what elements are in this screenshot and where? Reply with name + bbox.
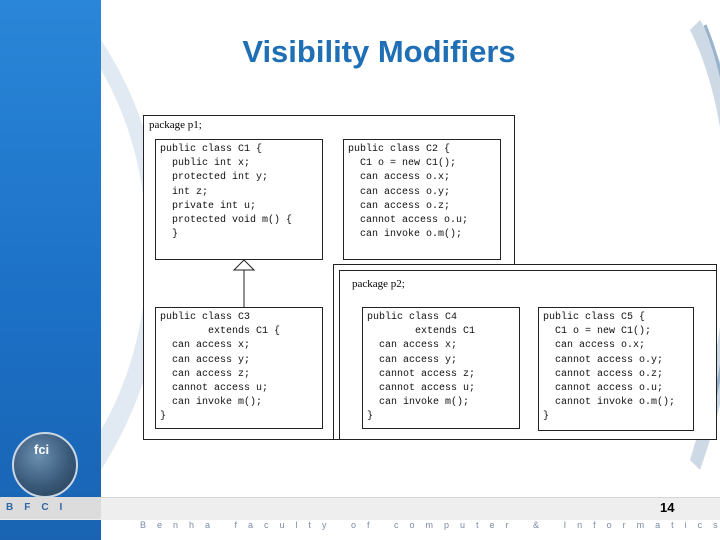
logo-text: fci <box>34 442 50 457</box>
class-c1-line: protected void m() { <box>160 215 293 227</box>
class-c4-line: extends C1 <box>367 326 476 338</box>
slide-title: Visibility Modifiers <box>242 34 516 69</box>
class-c3-line: can invoke m(); <box>160 397 263 409</box>
class-c4-line: } <box>367 411 374 423</box>
class-c4-box: public class C4 extends C1 can access x;… <box>362 307 520 429</box>
class-c2-line: can access o.z; <box>348 200 451 212</box>
class-c5-line: C1 o = new C1(); <box>543 326 652 338</box>
class-c5-box: public class C5 { C1 o = new C1(); can a… <box>538 307 694 431</box>
class-c5-line: cannot access o.u; <box>543 383 664 395</box>
class-c1-line: public int x; <box>160 158 251 170</box>
class-c1-box: public class C1 { public int x; protecte… <box>155 139 323 260</box>
package-p1-label: package p1; <box>149 119 202 131</box>
class-c3-line: cannot access u; <box>160 383 269 395</box>
class-c5-line: cannot access o.z; <box>543 368 664 380</box>
class-c1-line: private int u; <box>160 200 257 212</box>
class-c4-line: cannot access z; <box>367 368 476 380</box>
inheritance-arrowhead <box>232 259 256 271</box>
class-c3-line: can access x; <box>160 340 251 352</box>
class-c3-line: public class C3 <box>160 312 251 323</box>
class-c4-line: public class C4 <box>367 312 458 323</box>
class-c1-line: public class C1 { <box>160 144 263 155</box>
class-c5-line: } <box>543 411 550 423</box>
class-c2-box: public class C2 { C1 o = new C1(); can a… <box>343 139 501 260</box>
class-c5-line: cannot access o.y; <box>543 354 664 366</box>
class-c4-line: can access x; <box>367 340 458 352</box>
class-c3-line: can access z; <box>160 368 251 380</box>
class-c2-line: can access o.y; <box>348 186 451 198</box>
package-p2-label: package p2; <box>352 278 405 290</box>
footer-tagline: Benha faculty of computer & Informatics <box>140 520 720 530</box>
page-number: 14 <box>660 500 675 515</box>
class-c3-box: public class C3 extends C1 { can access … <box>155 307 323 429</box>
class-c5-line: public class C5 { <box>543 312 646 323</box>
class-c4-line: cannot access u; <box>367 383 476 395</box>
class-c1-line: protected int y; <box>160 172 269 184</box>
class-c5-line: can access o.x; <box>543 340 646 352</box>
class-c2-line: can invoke o.m(); <box>348 229 463 241</box>
class-c3-line: extends C1 { <box>160 326 281 338</box>
brand-label: BFCI <box>6 502 74 513</box>
class-c5-line: cannot invoke o.m(); <box>543 397 676 409</box>
class-c2-line: public class C2 { <box>348 144 451 155</box>
class-c3-line: can access y; <box>160 354 251 366</box>
class-c1-line: } <box>160 229 179 241</box>
class-c2-line: C1 o = new C1(); <box>348 158 457 170</box>
class-c4-line: can invoke m(); <box>367 397 470 409</box>
class-c3-line: } <box>160 411 167 423</box>
footer-bar <box>0 497 720 520</box>
class-c1-line: int z; <box>160 186 209 198</box>
class-c2-line: can access o.x; <box>348 172 451 184</box>
footer-brand-box <box>0 497 101 519</box>
class-c2-line: cannot access o.u; <box>348 215 469 227</box>
class-c4-line: can access y; <box>367 354 458 366</box>
